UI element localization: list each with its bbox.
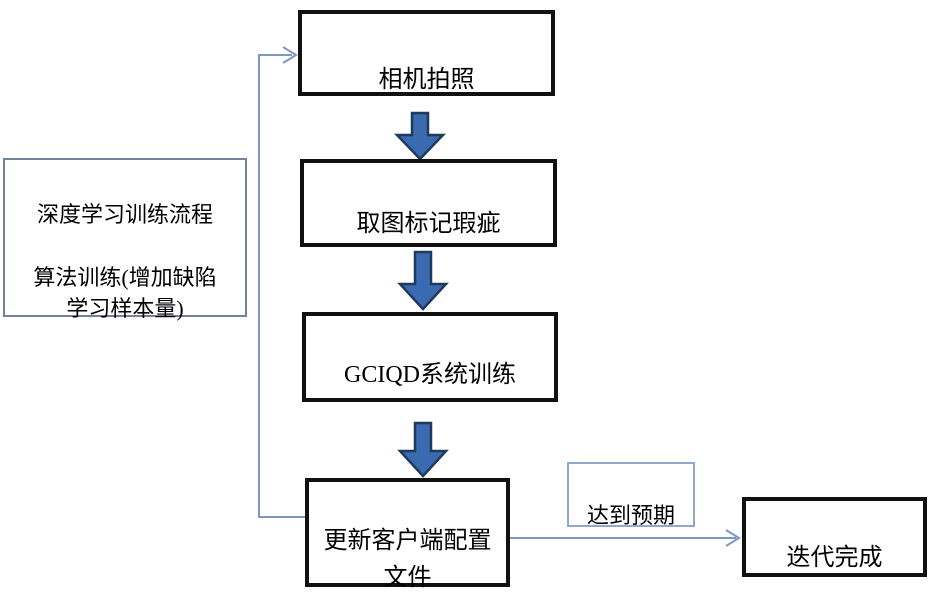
node-camera-capture-label: 相机拍照 bbox=[378, 66, 475, 93]
feedback-connector-line bbox=[258, 54, 305, 518]
node-update-client-config-label: 更新客户端配置 文件 bbox=[323, 528, 492, 592]
node-iteration-done: 迭代完成 bbox=[742, 497, 927, 577]
node-mark-defects-label: 取图标记瑕疵 bbox=[356, 210, 501, 237]
node-condition-expected-label: 达到预期 bbox=[586, 502, 675, 528]
node-condition-expected: 达到预期 bbox=[567, 462, 695, 528]
down-block-arrow-icon bbox=[394, 111, 446, 161]
down-block-arrow-icon bbox=[397, 421, 449, 478]
down-block-arrow-icon bbox=[397, 250, 449, 311]
node-camera-capture: 相机拍照 bbox=[298, 10, 555, 96]
node-mark-defects: 取图标记瑕疵 bbox=[300, 159, 557, 247]
node-system-training-label: GCIQD系统训练 bbox=[344, 361, 516, 388]
node-side-note-label: 深度学习训练流程 算法训练(增加缺陷 学习样本量) bbox=[33, 202, 217, 321]
feedback-arrowhead-icon bbox=[282, 46, 298, 64]
node-iteration-done-label: 迭代完成 bbox=[786, 544, 883, 571]
done-arrowhead-icon bbox=[725, 529, 741, 547]
node-system-training: GCIQD系统训练 bbox=[302, 312, 558, 402]
node-update-client-config: 更新客户端配置 文件 bbox=[305, 478, 510, 591]
node-side-note: 深度学习训练流程 算法训练(增加缺陷 学习样本量) bbox=[3, 158, 247, 321]
